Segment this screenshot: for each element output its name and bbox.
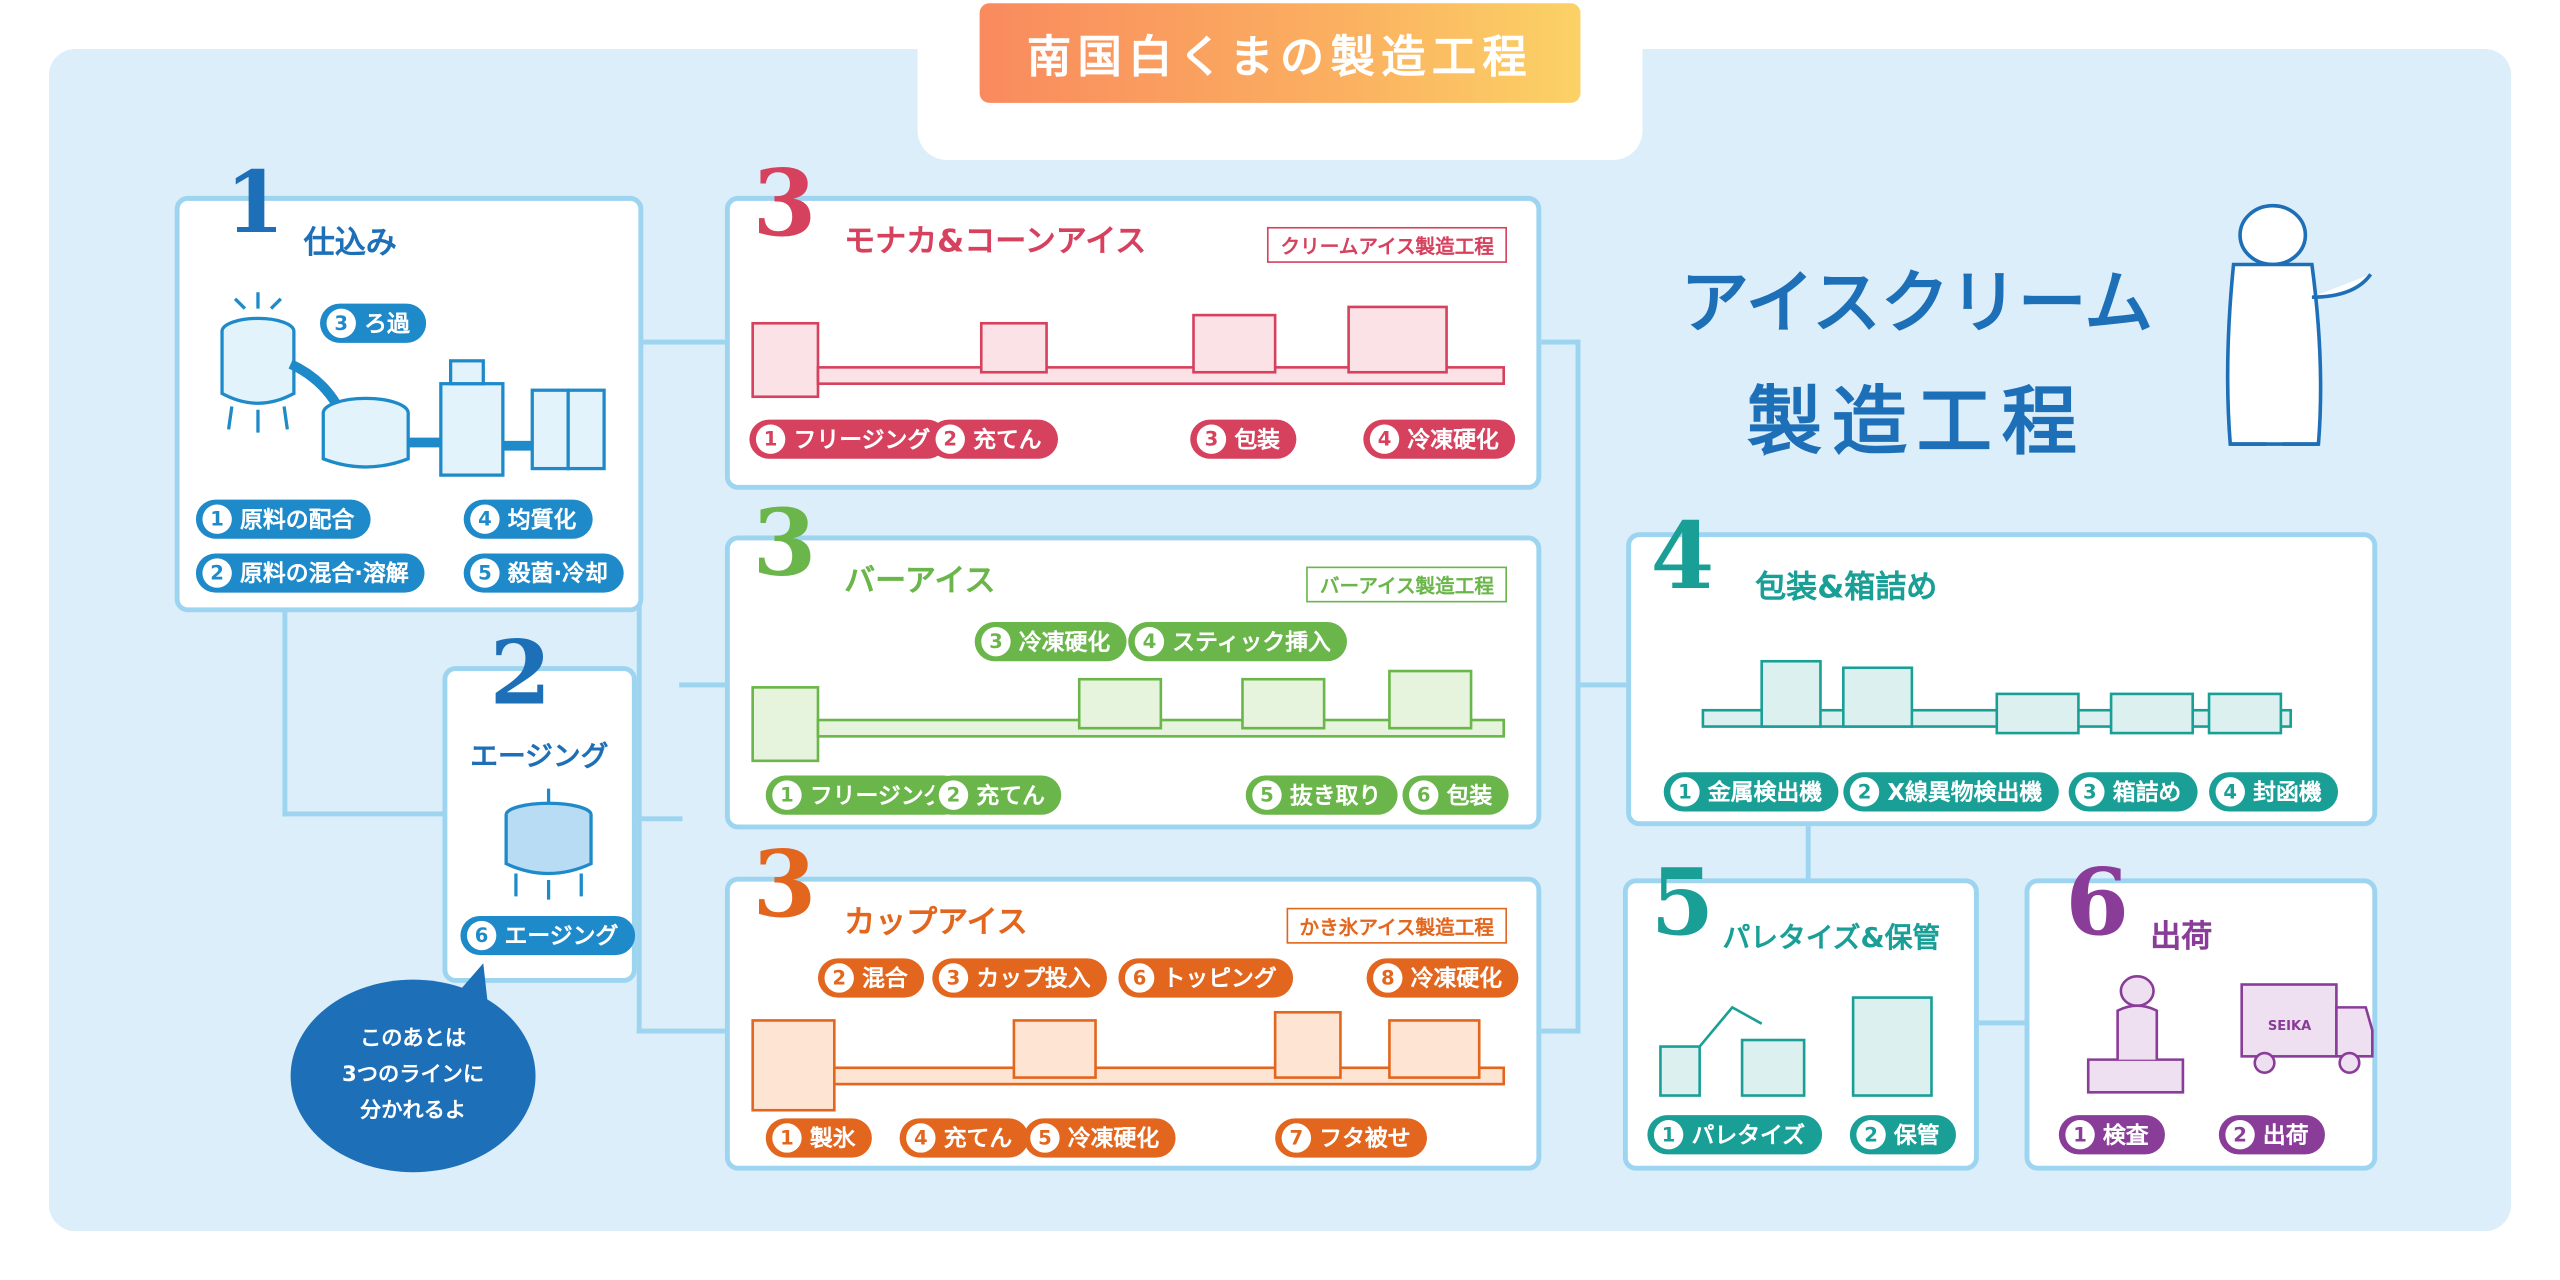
step2-title: エージング [470, 741, 609, 774]
step1-title: 仕込み [303, 225, 397, 262]
bar-line-illustration [751, 669, 1506, 763]
bar-process-tag: バーアイス製造工程 [1306, 566, 1507, 603]
monaka-line-illustration [751, 305, 1506, 399]
step6-number: 6 [2065, 849, 2129, 957]
bar-number: 3 [752, 489, 817, 598]
step4-title: 包装&箱詰め [1755, 569, 1938, 606]
palletizing-illustration [1659, 996, 1933, 1097]
connector-2-trunk [636, 816, 683, 822]
connector-1-2 [282, 610, 446, 817]
step6-title: 出荷 [2150, 919, 2213, 956]
step5-number: 5 [1650, 849, 1715, 957]
page-title: 南国白くまの製造工程 [979, 3, 1581, 103]
aging-tank-illustration [504, 788, 593, 900]
svg-text:SEIKA: SEIKA [2268, 1019, 2312, 1034]
hero-title-line2: 製造工程 [1746, 377, 2087, 466]
step2-number: 2 [489, 620, 552, 725]
connector-branch-bar [679, 682, 725, 688]
step1-number: 1 [225, 153, 285, 254]
step5-title: パレタイズ&保管 [1722, 922, 1941, 956]
polar-bear-mascot [2225, 203, 2373, 446]
cup-line-illustration [751, 1010, 1506, 1112]
cup-number: 3 [752, 831, 817, 939]
speech-bubble: このあとは 3つのラインに 分かれるよ [290, 979, 536, 1173]
monaka-process-tag: クリームアイス製造工程 [1267, 226, 1507, 263]
cup-title: カップアイス [844, 904, 1028, 941]
connector-lines-4 [1541, 339, 1581, 1034]
monaka-title: モナカ&コーンアイス [844, 223, 1147, 260]
connector-2-lines [636, 339, 725, 1034]
connector-to-4 [1580, 682, 1627, 688]
packing-line-illustration [1701, 659, 2292, 735]
hero-title-line1: アイスクリーム [1680, 262, 2154, 343]
shipping-truck-illustration: SEIKA [2086, 975, 2374, 1094]
monaka-number: 3 [752, 150, 817, 258]
connector-4-5 [1805, 826, 1811, 879]
bar-title: バーアイス [844, 563, 996, 600]
prep-tanks-illustration [220, 292, 606, 477]
cup-process-tag: かき氷アイス製造工程 [1286, 907, 1507, 944]
connector-5-6 [1978, 1020, 2025, 1026]
step4-number: 4 [1650, 502, 1715, 611]
